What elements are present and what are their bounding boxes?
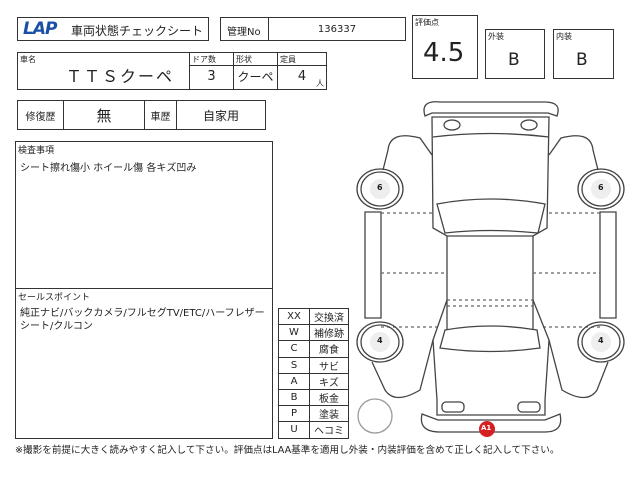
repair-value: 無 — [96, 106, 112, 125]
front-fender-right — [548, 339, 609, 399]
interior-box: 内装 B — [553, 29, 614, 79]
legend-code: U — [278, 421, 310, 439]
capacity: 4 — [297, 68, 307, 84]
repair-label: 修復歴 — [25, 111, 56, 123]
doors-label: ドア数 — [192, 55, 216, 64]
car-name: ＴＴＳクーペ — [66, 67, 175, 86]
shape: クーペ — [237, 69, 274, 84]
rear-fender-left — [382, 135, 433, 171]
score-label: 評価点 — [415, 18, 439, 27]
exterior-box: 外装 B — [485, 29, 545, 79]
inspection-label: 検査事項 — [18, 146, 55, 156]
side-left — [364, 211, 382, 319]
front-body — [432, 299, 550, 416]
tire-front-right: 4 — [598, 336, 604, 345]
tire-rear-left: 6 — [377, 183, 383, 192]
sheet-title: 車両状態チェックシート — [71, 24, 204, 38]
spare-tire — [357, 398, 393, 434]
score-box: 評価点 4.5 — [412, 15, 478, 79]
rear-window — [436, 198, 546, 234]
capacity-label: 定員 — [280, 55, 296, 64]
legend-meaning: ヘコミ — [309, 421, 349, 439]
headlight-left — [441, 401, 465, 413]
front-bumper — [420, 413, 562, 433]
exterior-label: 外装 — [488, 32, 504, 41]
sales-box: セールスポイント 純正ナビ/バックカメラ/フルセグTV/ETC/ハーフレザーシー… — [15, 288, 273, 439]
tire-rear-right: 6 — [598, 183, 604, 192]
footer-note: ※撮影を前提に大きく読みやすく記入して下さい。評価点はLAA基準を適用し外装・内… — [15, 445, 560, 456]
exterior-grade: B — [508, 50, 520, 70]
doors-cell: ドア数 3 — [189, 53, 233, 89]
rear-light-right — [520, 119, 538, 131]
car-name-label: 車名 — [20, 55, 36, 64]
doors: 3 — [207, 68, 216, 84]
capacity-unit: 人 — [316, 79, 324, 88]
inspection-text: シート擦れ傷小 ホイール傷 各キズ凹み — [20, 163, 197, 174]
front-fender-left — [371, 339, 434, 399]
mgmt-no: 136337 — [268, 18, 405, 40]
sales-label: セールスポイント — [18, 293, 91, 303]
rear-fender-right — [548, 135, 599, 171]
management-no: 管理No 136337 — [220, 17, 406, 41]
headlight-right — [517, 401, 541, 413]
shape-cell: 形状クーペ — [233, 53, 277, 89]
windshield — [439, 325, 541, 353]
tire-front-left: 4 — [377, 336, 383, 345]
mgmt-label: 管理No — [227, 27, 261, 38]
interior-label: 内装 — [556, 32, 572, 41]
title-box: LAP 車両状態チェックシート — [17, 17, 209, 41]
mgmt-no-value: 136337 — [317, 23, 357, 35]
interior-grade: B — [576, 50, 588, 70]
damage-marker — [479, 421, 495, 437]
shape-label: 形状 — [236, 55, 252, 64]
logo: LAP — [23, 19, 57, 39]
usage-label: 車歴 — [150, 111, 171, 123]
side-right — [599, 211, 617, 319]
sales-text: 純正ナビ/バックカメラ/フルセグTV/ETC/ハーフレザーシート/クルコン — [20, 308, 265, 332]
damage-mark-label: A1 — [481, 424, 492, 432]
usage-value: 自家用 — [202, 108, 239, 123]
history-row: 修復歴 無 車歴 自家用 — [17, 100, 266, 130]
rear-light-left — [443, 119, 461, 131]
rear-bumper — [423, 101, 559, 117]
score-value: 4.5 — [423, 38, 465, 68]
roof — [446, 236, 534, 330]
